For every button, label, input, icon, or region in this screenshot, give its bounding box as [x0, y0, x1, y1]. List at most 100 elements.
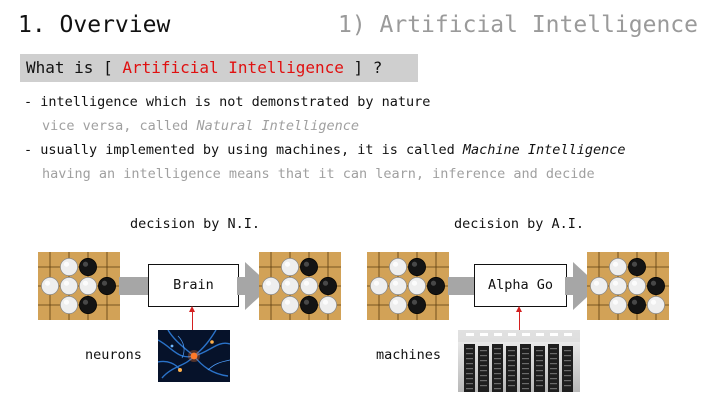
white-stone [647, 296, 665, 314]
white-stone [79, 277, 97, 295]
rack-slot [550, 353, 557, 355]
black-stone [408, 296, 426, 314]
white-stone [281, 277, 299, 295]
black-stone [628, 296, 646, 314]
rack-slot [522, 358, 529, 360]
rack-slot [494, 353, 501, 355]
stone-highlight [373, 280, 380, 286]
rack-slot [480, 370, 487, 372]
stone-highlight [411, 280, 418, 286]
rack-slot [480, 355, 487, 357]
stone-highlight [303, 280, 310, 286]
section-title: 1. Overview [18, 12, 171, 38]
stone-highlight [392, 280, 399, 286]
rack-slot [466, 353, 473, 355]
white-stone [389, 258, 407, 276]
rack-slot [550, 383, 557, 385]
question-suffix: ] ? [343, 58, 383, 77]
rack-slot [508, 350, 515, 352]
black-stone [98, 277, 116, 295]
rack-slot [550, 368, 557, 370]
black-stone [79, 296, 97, 314]
rack-slot [480, 360, 487, 362]
stone-highlight [430, 280, 437, 286]
stone-highlight [631, 280, 638, 286]
source-label-neurons: neurons [85, 347, 142, 363]
stone-highlight [82, 299, 89, 305]
white-stone [389, 277, 407, 295]
rack-slot [522, 378, 529, 380]
black-stone [647, 277, 665, 295]
rack-slot [522, 388, 529, 390]
rack-slot [494, 363, 501, 365]
black-stone [300, 258, 318, 276]
rack-slot [480, 365, 487, 367]
black-stone [427, 277, 445, 295]
rack-slot [550, 348, 557, 350]
input-link-arrowhead [516, 306, 522, 312]
rack-slot [550, 378, 557, 380]
neurons-photo [158, 330, 230, 382]
stone-highlight [392, 299, 399, 305]
server-rack [506, 346, 517, 392]
rack-slot [536, 355, 543, 357]
server-rack [478, 346, 489, 392]
rack-slot [536, 385, 543, 387]
rack-slot [536, 365, 543, 367]
rack-slot [550, 363, 557, 365]
ceiling-light [494, 333, 502, 336]
stone-highlight [612, 261, 619, 267]
stone-highlight [392, 261, 399, 267]
rack-slot [508, 375, 515, 377]
stone-highlight [284, 299, 291, 305]
white-stone [41, 277, 59, 295]
white-stone [370, 277, 388, 295]
white-stone [609, 296, 627, 314]
rack-slot [466, 348, 473, 350]
input-link-arrowhead [189, 306, 195, 312]
stone-highlight [631, 299, 638, 305]
point-2-text: vice versa, called [42, 118, 197, 134]
rack-slot [564, 355, 571, 357]
rack-slot [466, 383, 473, 385]
rack-slot [508, 380, 515, 382]
rack-slot [522, 373, 529, 375]
stone-highlight [650, 280, 657, 286]
source-label-machines: machines [376, 347, 442, 363]
rack-slot [480, 350, 487, 352]
rack-slot [494, 358, 501, 360]
rack-slot [508, 360, 515, 362]
point-3-emphasis: Machine Intelligence [462, 142, 626, 158]
rack-slot [508, 355, 515, 357]
rack-slot [522, 363, 529, 365]
rack-slot [522, 353, 529, 355]
rack-slot [466, 358, 473, 360]
rack-slot [494, 388, 501, 390]
arrow-right-icon [119, 277, 149, 295]
point-1-text: intelligence which is not demonstrated b… [40, 94, 431, 110]
rack-slot [466, 363, 473, 365]
white-stone [60, 277, 78, 295]
arrow-right-icon [448, 277, 475, 295]
stone-highlight [82, 280, 89, 286]
ceiling-light [536, 333, 544, 336]
rack-slot [494, 373, 501, 375]
white-stone [590, 277, 608, 295]
point-2-emphasis: Natural Intelligence [196, 118, 359, 134]
rack-slot [564, 360, 571, 362]
process-box-brain: Brain [148, 264, 239, 307]
stone-highlight [284, 261, 291, 267]
rack-slot [522, 383, 529, 385]
diagram-ni-caption: decision by N.I. [130, 216, 261, 232]
stone-highlight [612, 280, 619, 286]
white-stone [389, 296, 407, 314]
point-4: having an intelligence means that it can… [42, 166, 595, 182]
question-box: What is [ Artificial Intelligence ] ? [20, 54, 418, 82]
point-3-bullet: - [24, 142, 41, 158]
input-link [519, 312, 521, 330]
ceiling-lights [458, 330, 580, 342]
server-rack [534, 346, 545, 392]
rack-slot [494, 378, 501, 380]
white-stone [628, 277, 646, 295]
rack-slot [480, 380, 487, 382]
